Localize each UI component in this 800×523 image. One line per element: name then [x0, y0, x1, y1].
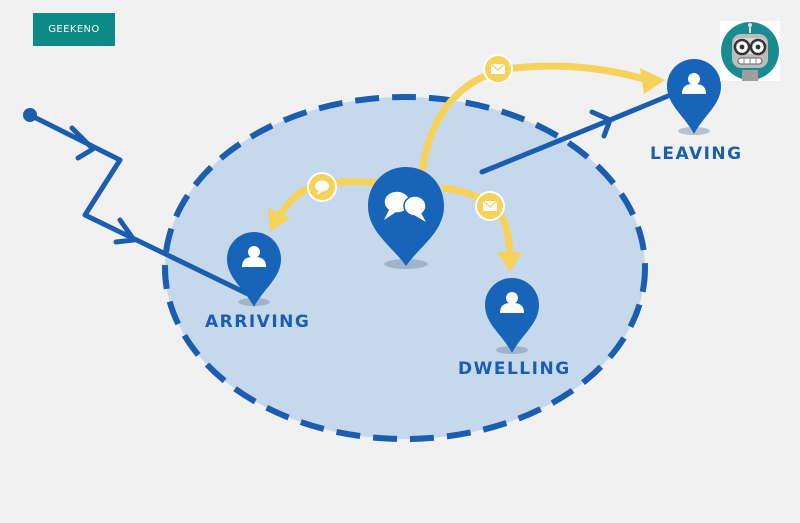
dwelling-pin	[485, 278, 539, 354]
dwelling-label: DWELLING	[458, 359, 571, 379]
message-arrowhead	[497, 252, 522, 272]
leaving-pin	[667, 59, 721, 135]
envelope-icon	[482, 200, 498, 211]
mail-message	[475, 191, 505, 221]
center-pin	[368, 167, 444, 269]
robot-avatar-icon	[720, 21, 780, 81]
arrival-chevron	[113, 217, 137, 245]
leaving-chevron	[589, 109, 613, 139]
arriving-pin	[227, 232, 281, 307]
chat-message	[307, 172, 337, 202]
brand-badge[interactable]: GEEKENO	[33, 13, 115, 46]
chat-bubbles-icon	[383, 190, 427, 222]
mail-message	[483, 54, 513, 84]
leaving-label: LEAVING	[650, 144, 743, 164]
speech-bubble-icon	[315, 180, 329, 195]
message-arrowhead	[640, 68, 665, 94]
envelope-icon	[490, 63, 506, 74]
path-start-dot	[23, 108, 37, 122]
arrival-path	[27, 112, 253, 298]
arrival-chevron	[69, 125, 96, 161]
leaving-path	[479, 93, 671, 175]
arriving-label: ARRIVING	[205, 312, 311, 332]
message-arrowhead	[268, 208, 290, 232]
